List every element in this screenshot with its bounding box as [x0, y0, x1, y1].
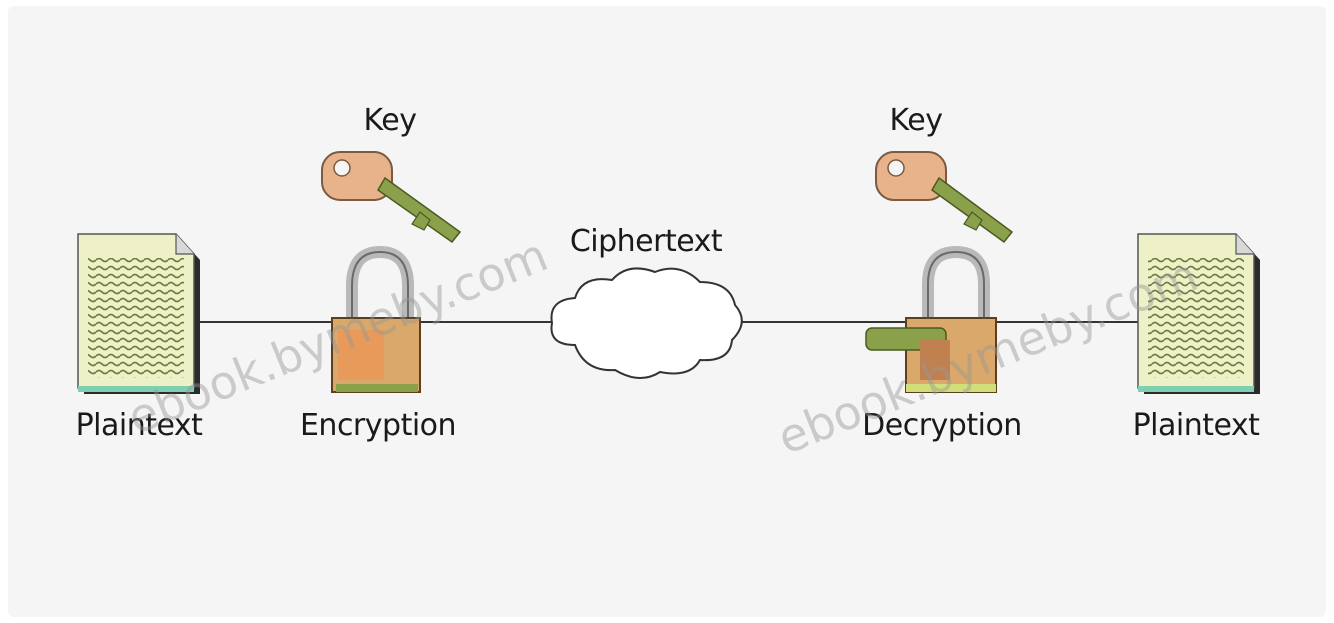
- padlock-icon-decryption: [865, 245, 997, 393]
- decryption-label: Decryption: [862, 408, 1022, 443]
- key-icon-left: [321, 151, 462, 244]
- encryption-label: Encryption: [299, 408, 457, 443]
- ciphertext-label: Ciphertext: [569, 224, 723, 259]
- padlock-icon-encryption: [331, 245, 421, 393]
- plaintext-label-left: Plaintext: [75, 408, 203, 443]
- ciphertext-cloud-icon: [550, 267, 743, 379]
- key-icon-right: [875, 151, 1014, 244]
- key-label-right: Key: [889, 103, 943, 138]
- plaintext-label-right: Plaintext: [1132, 408, 1260, 443]
- plaintext-document-icon-left: [77, 233, 200, 394]
- key-label-left: Key: [363, 103, 417, 138]
- plaintext-document-icon-right: [1137, 233, 1260, 394]
